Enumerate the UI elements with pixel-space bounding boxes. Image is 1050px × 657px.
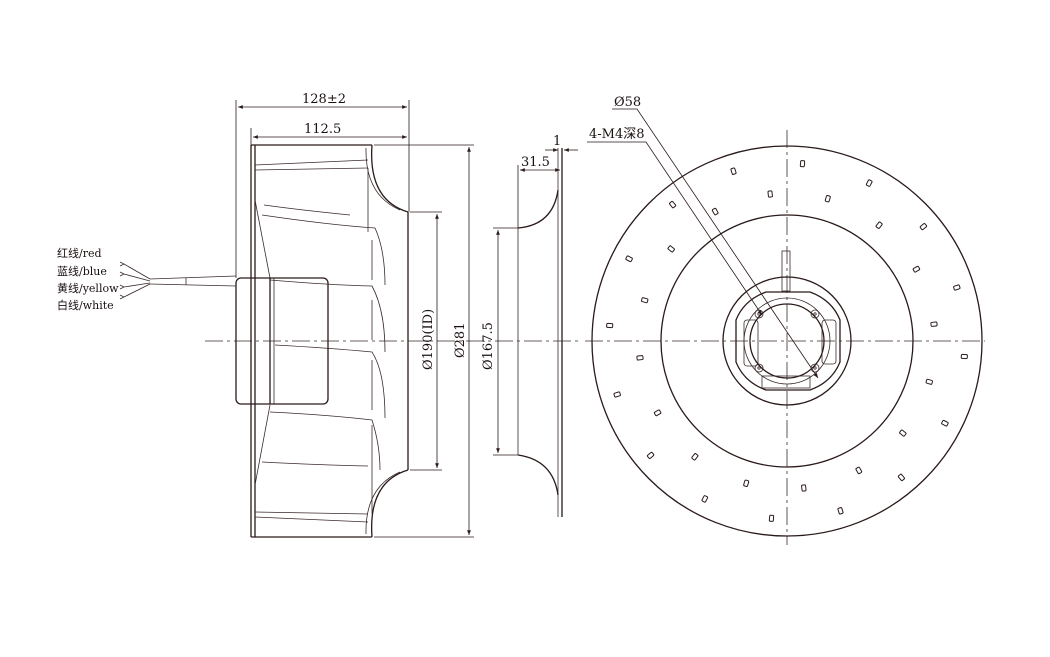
cable	[149, 275, 237, 280]
cable-exit	[781, 250, 791, 292]
blade-slot	[899, 429, 907, 437]
blade-slot	[625, 255, 633, 263]
wire-blue	[123, 273, 151, 282]
inlet-ring-view: 31.5 1 Ø167.5	[481, 134, 578, 517]
dim-diameter-id: Ø190(ID)	[421, 309, 436, 370]
blade-slot	[855, 466, 863, 475]
outer-circle	[591, 145, 983, 537]
blade-slot	[837, 507, 844, 515]
blade-slot	[669, 200, 677, 209]
top-band-line-2	[254, 167, 369, 171]
blade-slot	[930, 321, 938, 327]
blade-slot	[801, 484, 807, 492]
blade-slot	[730, 167, 737, 175]
bottom-band-line-2	[254, 511, 369, 515]
blade	[269, 279, 386, 353]
blade-slot	[701, 495, 709, 503]
shroud-top-inner	[365, 147, 401, 211]
cable	[149, 283, 237, 287]
hub-boss	[735, 291, 841, 391]
blade-slot	[691, 453, 699, 461]
blade-slot	[799, 160, 806, 168]
blade-slot	[636, 355, 644, 361]
blade-slots	[606, 160, 968, 522]
shroud-bottom	[370, 469, 409, 538]
wire-label-white: 白线/white	[57, 298, 114, 312]
blade-slot	[824, 195, 831, 203]
shroud-circle	[660, 214, 914, 468]
motor-body	[235, 277, 329, 405]
wire-white	[123, 283, 151, 298]
blade-slot	[960, 353, 968, 360]
blade-slot	[953, 284, 961, 291]
wire-end	[119, 294, 125, 300]
support-line	[254, 404, 271, 486]
dim-blade-width: 112.5	[304, 122, 341, 137]
blade	[263, 204, 351, 216]
dim-diameter-inlet: Ø167.5	[481, 322, 496, 370]
blade	[261, 461, 369, 467]
bottom-band-line	[254, 516, 369, 523]
ring-lip-bottom	[517, 454, 559, 496]
dim-overall-width: 128±2	[302, 92, 346, 107]
blade-slot	[919, 223, 928, 231]
blade-slot	[641, 297, 649, 304]
blade-slot	[606, 322, 614, 329]
ring-lip-top	[517, 189, 559, 229]
shroud-top	[370, 144, 409, 213]
leader-hub	[612, 108, 819, 379]
blade	[269, 411, 381, 471]
mount-hole	[810, 309, 820, 319]
label-plate	[743, 319, 759, 367]
wire-end	[119, 271, 125, 277]
blade-slot	[743, 479, 750, 487]
wire-end	[119, 261, 125, 267]
blade-slot	[613, 391, 621, 398]
blade-slot	[711, 207, 719, 216]
dim-inlet-lip: 1	[553, 134, 561, 149]
blade-slot	[875, 221, 883, 229]
label-plate	[821, 319, 837, 365]
blade-slot	[897, 473, 905, 482]
blade-slot	[653, 409, 662, 417]
blade-slot	[767, 190, 773, 198]
blade	[261, 214, 386, 286]
blade	[274, 344, 386, 419]
wire-label-yellow: 黄线/yellow	[57, 281, 119, 295]
wire-red	[123, 263, 151, 280]
hub-tab	[761, 375, 811, 389]
blade-slot	[768, 514, 775, 522]
dim-mount-holes: 4-M4深8	[589, 127, 645, 142]
side-view: 红线/red 蓝线/blue 黄线/yellow 白线/white 128±2 …	[57, 92, 580, 538]
front-view: Ø58 4-M4深8	[585, 95, 985, 545]
wire-yellow	[123, 282, 151, 288]
support-line	[254, 199, 271, 279]
dim-hub-diameter: Ø58	[614, 95, 641, 110]
dim-diameter-outer: Ø281	[453, 323, 468, 358]
blade-slot	[667, 245, 675, 253]
blade-slot	[925, 378, 933, 385]
blade-slot	[912, 265, 921, 273]
wire-label-blue: 蓝线/blue	[57, 264, 107, 278]
hub-plate	[722, 276, 852, 406]
top-band-line	[254, 159, 369, 166]
blade-slot	[865, 179, 873, 187]
leader-holes	[587, 141, 763, 316]
blade-slot	[646, 451, 655, 459]
mount-hole	[754, 363, 764, 373]
wire-label-red: 红线/red	[57, 246, 102, 260]
wire-end	[119, 284, 125, 290]
shroud-bottom-inner	[365, 471, 401, 535]
hub-bore	[749, 303, 825, 379]
dim-inlet-height: 31.5	[521, 155, 550, 170]
blade-slot	[941, 419, 949, 427]
